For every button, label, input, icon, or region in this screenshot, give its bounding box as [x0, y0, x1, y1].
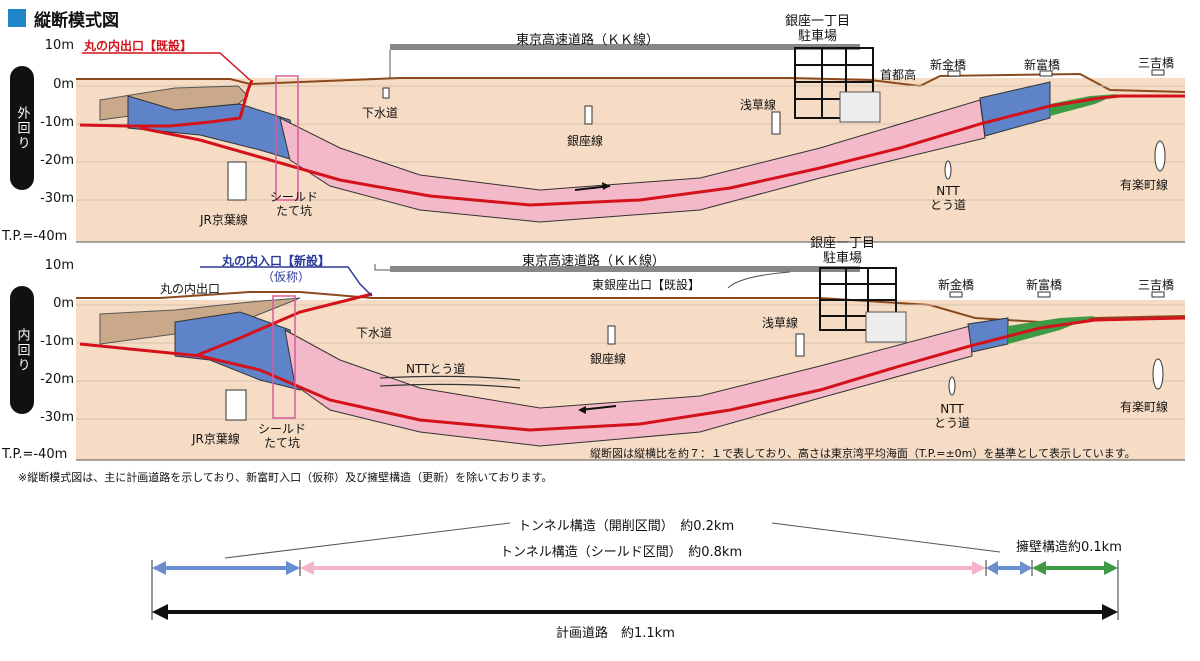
- title-square-icon: [8, 9, 26, 27]
- y-label-tp: T.P.=-40m: [2, 229, 68, 244]
- legend-shield-label: トンネル構造（シールド区間） 約0.8km: [500, 545, 743, 560]
- bottom-shield-section: [284, 325, 973, 447]
- inner-loop-badge: 内回り: [10, 286, 34, 414]
- bottom-ground: [76, 300, 1185, 460]
- shield-shaft-label: シールドたて坑: [270, 190, 319, 218]
- ntt-road-label: NTTとう道: [406, 362, 466, 376]
- y-label-tp: T.P.=-40m: [2, 447, 68, 462]
- ginza-line-label: 銀座線: [590, 352, 627, 366]
- legend-total-label: 計画道路 約1.1km: [556, 626, 675, 641]
- asakusa-line-label: 浅草線: [740, 98, 777, 112]
- shintomi-bridge-label: 新富橋: [1024, 58, 1061, 72]
- top-shield-section: [279, 99, 986, 223]
- highway-label: 東京高速道路（ＫＫ線）: [522, 254, 666, 269]
- top-retaining: [1050, 94, 1118, 116]
- footnote: ※縦断模式図は、主に計画道路を示しており、新富町入口（仮称）及び擁壁構造（更新）…: [18, 471, 553, 484]
- title-text: 縦断模式図: [34, 10, 119, 31]
- asakusa-line-label: 浅草線: [762, 316, 799, 330]
- mitsuyoshi-bridge-label: 三吉橋: [1138, 278, 1175, 292]
- y-label-minus10: -10m: [40, 115, 74, 130]
- sewer-label: 下水道: [356, 326, 393, 340]
- y-label-minus30: -30m: [40, 410, 74, 425]
- shintomi-bridge-label: 新富橋: [1026, 278, 1063, 292]
- diagram-title: 縦断模式図: [8, 6, 119, 31]
- y-label-minus10: -10m: [40, 334, 74, 349]
- top-highway-deck: [390, 44, 860, 50]
- shutoko-label: 首都高: [880, 68, 917, 82]
- parking-label: 銀座一丁目駐車場: [810, 236, 876, 266]
- y-label-0: 0m: [53, 296, 74, 311]
- marunouchi-exit-label: 丸の内出口【既設】: [84, 39, 193, 53]
- marunouchi-entrance-sub: （仮称）: [262, 270, 311, 284]
- shinkin-bridge-label: 新金橋: [938, 278, 975, 292]
- y-label-10: 10m: [44, 38, 74, 53]
- top-ground-surface: [76, 72, 1186, 93]
- bottom-panel: [76, 69, 1186, 461]
- bottom-road-line: [79, 316, 1186, 432]
- y-label-minus20: -20m: [40, 372, 74, 387]
- jr-keiyo-label: JR京葉線: [200, 213, 248, 227]
- legend-lines: [151, 522, 1119, 620]
- y-label-0: 0m: [53, 77, 74, 92]
- outer-loop-badge: 外回り: [10, 66, 34, 190]
- yurakucho-line-label: 有楽町線: [1120, 178, 1169, 192]
- sewer-label: 下水道: [362, 106, 399, 120]
- marunouchi-exit-label: 丸の内出口: [160, 282, 221, 296]
- y-label-10: 10m: [44, 258, 74, 273]
- yurakucho-line-label: 有楽町線: [1120, 400, 1169, 414]
- shinkin-bridge-label: 新金橋: [930, 58, 967, 72]
- jr-keiyo-label: JR京葉線: [192, 432, 240, 446]
- scale-note: 縦断図は縦横比を約７：１で表しており、高さは東京湾平均海面（T.P.=±0m）を…: [590, 447, 1136, 460]
- top-road-line: [79, 79, 1185, 207]
- y-label-minus20: -20m: [40, 153, 74, 168]
- marunouchi-entrance-label: 丸の内入口【新設】: [222, 254, 331, 268]
- higashi-ginza-exit-label: 東銀座出口【既設】: [592, 278, 701, 292]
- top-panel: [76, 44, 1186, 243]
- highway-label: 東京高速道路（ＫＫ線）: [516, 33, 660, 48]
- parking-label: 銀座一丁目駐車場: [785, 14, 851, 44]
- top-ground: [76, 78, 1185, 242]
- legend-retaining-label: 擁壁構造約0.1km: [1016, 540, 1122, 555]
- shield-shaft-label: シールドたて坑: [258, 422, 307, 450]
- bottom-cut-section-left: [174, 311, 301, 391]
- ginza-line-label: 銀座線: [567, 134, 604, 148]
- y-label-minus30: -30m: [40, 191, 74, 206]
- bottom-highway-deck: [390, 266, 860, 272]
- legend-cut-label: トンネル構造（開削区間） 約0.2km: [518, 519, 735, 534]
- mitsuyoshi-bridge-label: 三吉橋: [1138, 56, 1175, 70]
